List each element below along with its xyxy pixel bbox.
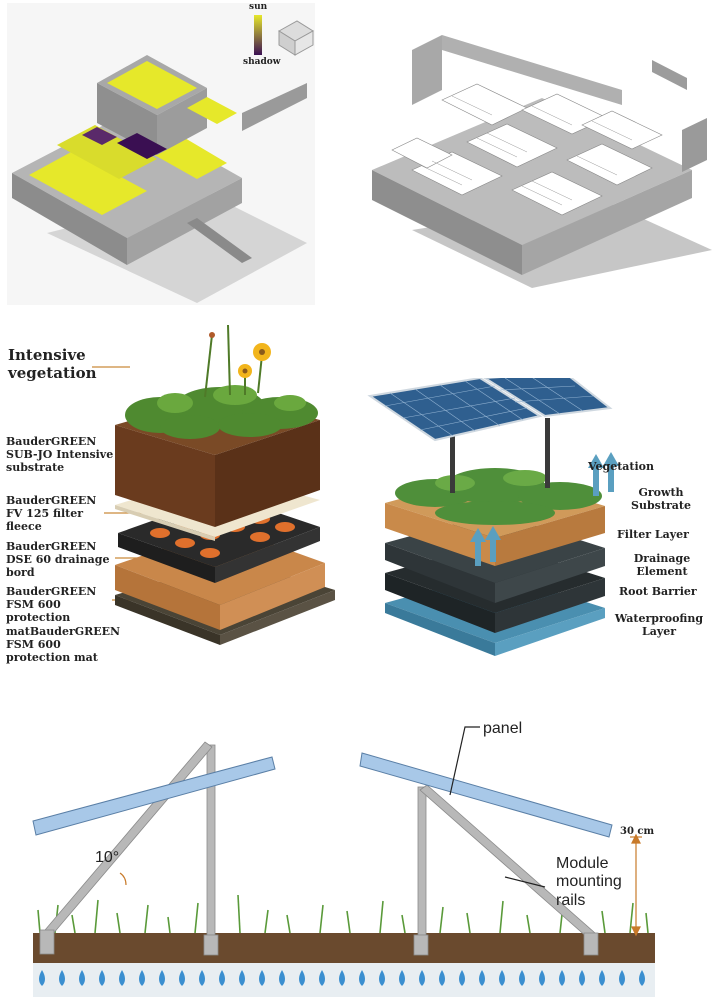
label-waterproofing-layer: Waterproofing Layer (614, 612, 704, 639)
sun-shadow-building-render: sun shadow (7, 2, 315, 305)
biosolar-roof-diagram: Vegetation Growth Substrate Filter Layer… (365, 378, 715, 668)
label-drainage-element: Drainage Element (633, 552, 691, 579)
intensive-vegetation-title: Intensive vegetation (8, 346, 97, 382)
label-filter-layer: Filter Layer (617, 528, 689, 541)
water-drops (39, 970, 645, 986)
layer-label-drainage-board: BauderGREEN DSE 60 drainage bord (6, 540, 110, 580)
panel-label: panel (483, 720, 523, 737)
rails-label: Module mounting rails (556, 855, 622, 909)
intensive-green-roof-diagram: Intensive vegetation BauderGREEN SUB-JO … (0, 315, 350, 675)
legend-sun-label: sun (249, 2, 268, 12)
height-label: 30 cm (620, 826, 655, 837)
legend-shadow-label: shadow (243, 57, 281, 67)
layer-label-protection-mat: BauderGREEN FSM 600 protection matBauder… (6, 585, 121, 664)
grass (37, 894, 649, 934)
label-vegetation: Vegetation (588, 460, 655, 473)
layer-label-filter-fleece: BauderGREEN FV 125 filter fleece (6, 494, 97, 534)
panel-mounting-section: panel 10° 30 cm Module mounting rails (0, 705, 716, 997)
label-growth-substrate: Growth Substrate (631, 486, 691, 513)
angle-label: 10° (95, 849, 120, 866)
layer-label-substrate: BauderGREEN SUB-JO Intensive substrate (6, 435, 114, 475)
solar-roof-building-render (352, 30, 714, 290)
label-root-barrier: Root Barrier (619, 585, 697, 598)
